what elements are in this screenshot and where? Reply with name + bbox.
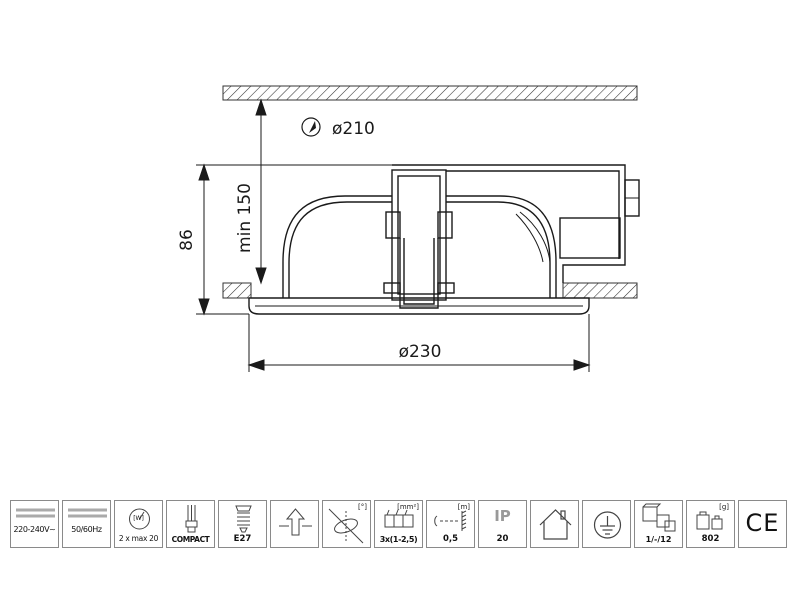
packaging-tile: 1/-/12: [634, 500, 683, 548]
mounting-tile: [270, 500, 319, 548]
socket-label: E27: [233, 534, 252, 544]
packaging-label: 1/-/12: [645, 535, 672, 544]
cable-unit-label: [mm²]: [397, 503, 419, 511]
tilt-rotation-icon: [328, 508, 364, 544]
tilt-unit-label: [°]: [358, 503, 367, 511]
voltage-label: 220-240V~: [13, 525, 56, 534]
voltage-tile: 220-240V~: [10, 500, 59, 548]
terminal-block-icon: [384, 509, 414, 528]
ceiling-board-right: [562, 282, 638, 299]
frequency-label: 50/60Hz: [71, 525, 102, 534]
dimension-min-depth: [255, 98, 267, 285]
weight-unit-label: [g]: [719, 503, 729, 511]
dimension-height: [196, 163, 392, 316]
weight-tile: [g] 802: [686, 500, 735, 548]
cable-tile: [mm²] 3x(1-2,5): [374, 500, 423, 548]
cable-label: 3x(1-2,5): [379, 535, 418, 544]
ip-rating-label: 20: [496, 534, 509, 544]
distance-label: 0,5: [442, 534, 459, 544]
dimension-outer-diameter: [247, 314, 591, 372]
indoor-tile: [530, 500, 579, 548]
up-arrow-icon: [279, 508, 312, 536]
house-icon: [539, 509, 572, 540]
tilt-tile: [°]: [322, 500, 371, 548]
ceiling-board-left: [222, 282, 252, 299]
compact-lamp-icon: [185, 505, 198, 533]
ce-mark: CE: [745, 509, 780, 537]
distance-tile: [m] 0,5: [426, 500, 475, 548]
socket-tile: E27: [218, 500, 267, 548]
power-label: 2 x max 20: [118, 534, 159, 543]
earth-tile: [582, 500, 631, 548]
frequency-lines-icon: [68, 508, 107, 518]
outer-diameter-label: ø230: [399, 342, 442, 362]
fixture-body: [248, 164, 640, 315]
ip-label: IP: [494, 507, 511, 525]
frequency-tile: 50/60Hz: [62, 500, 111, 548]
supply-lines-icon: [16, 508, 55, 518]
ceiling-slab: [222, 85, 638, 101]
lamp-type-tile: COMPACT: [166, 500, 215, 548]
distance-icon: [434, 510, 467, 531]
socket-bulb-icon: [235, 505, 252, 533]
spec-icon-strip: 220-240V~ 50/60Hz [W] 2 x max 20 COMPACT: [10, 500, 790, 550]
power-unit-label: [W]: [133, 515, 144, 522]
boxes-icon: [642, 503, 676, 532]
min-depth-label: min 150: [235, 183, 255, 253]
height-label: 86: [177, 229, 197, 251]
cutout-icon: [301, 117, 321, 137]
earth-ground-icon: [593, 511, 622, 539]
weight-icon: [696, 511, 723, 530]
cutout-diameter-label: ø210: [332, 119, 375, 139]
power-tile: [W] 2 x max 20: [114, 500, 163, 548]
technical-drawing: 86 min 150 ø210 ø230: [177, 85, 640, 372]
distance-unit-label: [m]: [457, 503, 470, 511]
lamp-type-label: COMPACT: [171, 535, 210, 544]
weight-label: 802: [701, 534, 720, 544]
power-meter-icon: [129, 508, 150, 530]
ce-tile: CE: [738, 500, 787, 548]
ip-tile: IP 20: [478, 500, 527, 548]
